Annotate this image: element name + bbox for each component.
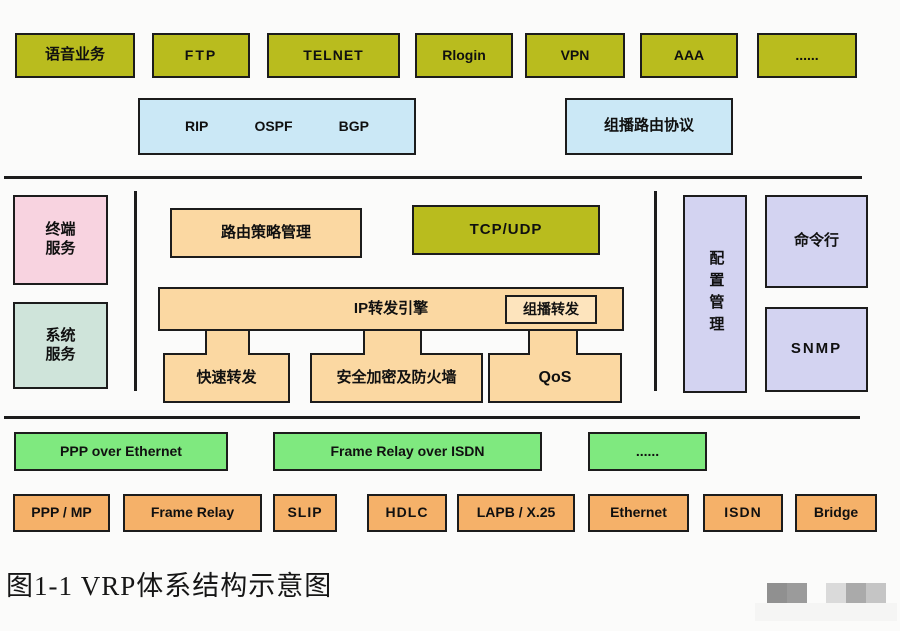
box-tcp-udp: TCP/UDP [412,205,600,255]
watermark-block [787,583,807,603]
box-system-service: 系统 服务 [13,302,108,389]
box-command-line: 命令行 [765,195,868,288]
box-telnet: TELNET [267,33,400,78]
box-ftp: FTP [152,33,250,78]
box-fast-forwarding: 快速转发 [163,353,290,403]
label-ospf: OSPF [254,117,293,134]
box-rlogin: Rlogin [415,33,513,78]
box-isdn: ISDN [703,494,783,532]
box-link-ellipsis: ...... [588,432,707,471]
label-configuration-management: 配置管理 [707,250,725,338]
label-rip: RIP [185,117,209,134]
box-slip: SLIP [273,494,337,532]
divider-vertical-left [134,191,137,391]
divider-top [4,176,862,179]
watermark-block [826,583,846,603]
box-unicast-routing-protocols: RIP OSPF BGP [138,98,416,155]
box-app-ellipsis: ...... [757,33,857,78]
box-voice-service: 语音业务 [15,33,135,78]
box-hdlc: HDLC [367,494,447,532]
box-snmp: SNMP [765,307,868,392]
box-security-firewall: 安全加密及防火墙 [310,353,483,403]
watermark-block [767,583,787,603]
box-frame-relay: Frame Relay [123,494,262,532]
connector-security-firewall [363,331,422,355]
watermark-strip [755,603,897,621]
box-qos: QoS [488,353,622,403]
box-ppp-mp: PPP / MP [13,494,110,532]
box-multicast-routing-protocol: 组播路由协议 [565,98,733,155]
box-vpn: VPN [525,33,625,78]
divider-vertical-right [654,191,657,391]
label-ip-forwarding-engine: IP转发引擎 [353,299,429,317]
label-bgp: BGP [338,117,369,134]
box-configuration-management: 配置管理 [683,195,747,393]
divider-bottom [4,416,860,419]
connector-qos [528,331,578,355]
box-bridge: Bridge [795,494,877,532]
box-aaa: AAA [640,33,738,78]
connector-fast-forwarding [205,331,250,355]
watermark-block [866,583,886,603]
box-lapb-x25: LAPB / X.25 [457,494,575,532]
box-multicast-forwarding: 组播转发 [505,295,597,324]
box-ppp-over-ethernet: PPP over Ethernet [14,432,228,471]
box-frame-relay-over-isdn: Frame Relay over ISDN [273,432,542,471]
box-ethernet: Ethernet [588,494,689,532]
watermark-block [846,583,866,603]
figure-caption: 图1-1 VRP体系结构示意图 [6,571,333,601]
box-terminal-service: 终端 服务 [13,195,108,285]
box-routing-policy-management: 路由策略管理 [170,208,362,258]
